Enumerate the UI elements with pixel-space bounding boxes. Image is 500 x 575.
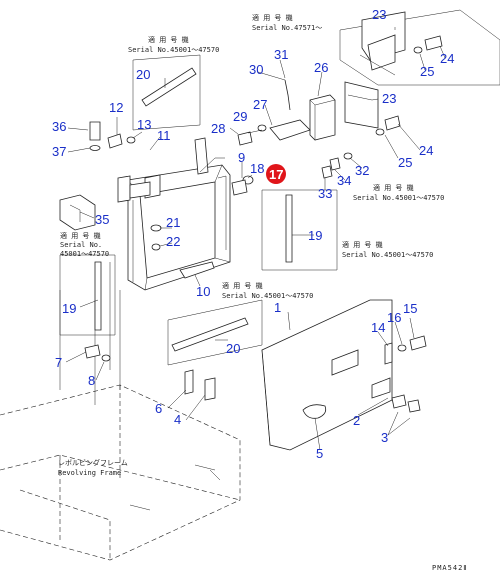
note-center-line2: Serial No.45001～47570 bbox=[222, 292, 313, 300]
callout-33: 33 bbox=[318, 186, 332, 201]
callout-17: 17 bbox=[269, 167, 283, 182]
panel-19-left bbox=[59, 254, 116, 336]
note-right-line2: Serial No.45001～47570 bbox=[353, 194, 444, 202]
tank-26 bbox=[309, 94, 336, 141]
bracket-27 bbox=[269, 119, 311, 141]
fasteners bbox=[84, 35, 443, 413]
callout-16: 16 bbox=[387, 310, 401, 325]
callout-13: 13 bbox=[137, 117, 151, 132]
note-left-line3: 45001～47570 bbox=[60, 250, 109, 258]
assembly-23-mid bbox=[344, 81, 379, 129]
leader-lines bbox=[65, 27, 446, 451]
callout-14: 14 bbox=[371, 320, 385, 335]
revolving-frame bbox=[0, 384, 241, 561]
callout-18: 18 bbox=[250, 161, 264, 176]
callout-11: 11 bbox=[157, 128, 171, 143]
note-top-left-line1: 適 用 号 機 bbox=[148, 35, 189, 44]
frame-label-jp: レボルビングフレーム bbox=[58, 458, 128, 467]
panel-19-right bbox=[261, 189, 338, 271]
door-panel bbox=[261, 299, 393, 451]
note-top-left-line2: Serial No.45001～47570 bbox=[128, 46, 219, 54]
callout-19-left: 19 bbox=[62, 301, 76, 316]
serial-notes: 適 用 号 機 Serial No.47571～ 適 用 号 機 Serial … bbox=[58, 13, 444, 477]
callout-36: 36 bbox=[52, 119, 66, 134]
callout-5: 5 bbox=[316, 446, 323, 461]
callout-9: 9 bbox=[238, 150, 245, 165]
note-left-line1: 適 用 号 機 bbox=[60, 231, 101, 240]
note-center-line1: 適 用 号 機 bbox=[222, 281, 263, 290]
assembly-23-top bbox=[339, 9, 500, 86]
callout-21: 21 bbox=[166, 215, 180, 230]
hose-31 bbox=[284, 79, 291, 111]
callout-2: 2 bbox=[353, 413, 360, 428]
callout-27: 27 bbox=[253, 97, 267, 112]
callout-10: 10 bbox=[196, 284, 210, 299]
callout-26: 26 bbox=[314, 60, 328, 75]
panel-20-bottom bbox=[167, 299, 263, 366]
callout-12: 12 bbox=[109, 100, 123, 115]
callout-30: 30 bbox=[249, 62, 263, 77]
callout-4: 4 bbox=[174, 412, 181, 427]
note-mid-right-line1: 適 用 号 機 bbox=[342, 240, 383, 249]
callout-24-mid: 24 bbox=[419, 143, 433, 158]
callout-25-mid: 25 bbox=[398, 155, 412, 170]
callout-23-top: 23 bbox=[372, 7, 386, 22]
callout-34: 34 bbox=[337, 173, 351, 188]
note-left-line2: Serial No. bbox=[60, 241, 102, 249]
rod-10 bbox=[179, 261, 215, 279]
callout-37: 37 bbox=[52, 144, 66, 159]
callout-20-top: 20 bbox=[136, 67, 150, 82]
note-top-right-line2: Serial No.47571～ bbox=[252, 24, 322, 32]
callout-31: 31 bbox=[274, 47, 288, 62]
callout-24-top: 24 bbox=[440, 51, 454, 66]
callout-28: 28 bbox=[211, 121, 225, 136]
note-top-right-line1: 適 用 号 機 bbox=[252, 13, 293, 22]
callout-22: 22 bbox=[166, 234, 180, 249]
note-right-line1: 適 用 号 機 bbox=[373, 183, 414, 192]
callouts: 1 2 3 4 5 6 7 8 9 10 11 12 13 14 15 16 1… bbox=[52, 7, 454, 461]
callout-8: 8 bbox=[88, 373, 95, 388]
highlight-marker bbox=[266, 164, 286, 184]
note-mid-right-line2: Serial No.45001～47570 bbox=[342, 251, 433, 259]
callout-6: 6 bbox=[155, 401, 162, 416]
frame-label-en: Revolving Frame bbox=[58, 469, 121, 477]
callout-19-right: 19 bbox=[308, 228, 322, 243]
drawing-code: PMA542Ⅱ bbox=[432, 564, 468, 572]
callout-32: 32 bbox=[355, 163, 369, 178]
panel-20-top bbox=[132, 54, 201, 131]
callout-20-bottom: 20 bbox=[226, 341, 240, 356]
callout-3: 3 bbox=[381, 430, 388, 445]
callout-7: 7 bbox=[55, 355, 62, 370]
callout-23-mid: 23 bbox=[382, 91, 396, 106]
callout-29: 29 bbox=[233, 109, 247, 124]
main-frame bbox=[59, 137, 231, 405]
callout-1: 1 bbox=[274, 300, 281, 315]
callout-35: 35 bbox=[95, 212, 109, 227]
callout-15: 15 bbox=[403, 301, 417, 316]
callout-25-top: 25 bbox=[420, 64, 434, 79]
